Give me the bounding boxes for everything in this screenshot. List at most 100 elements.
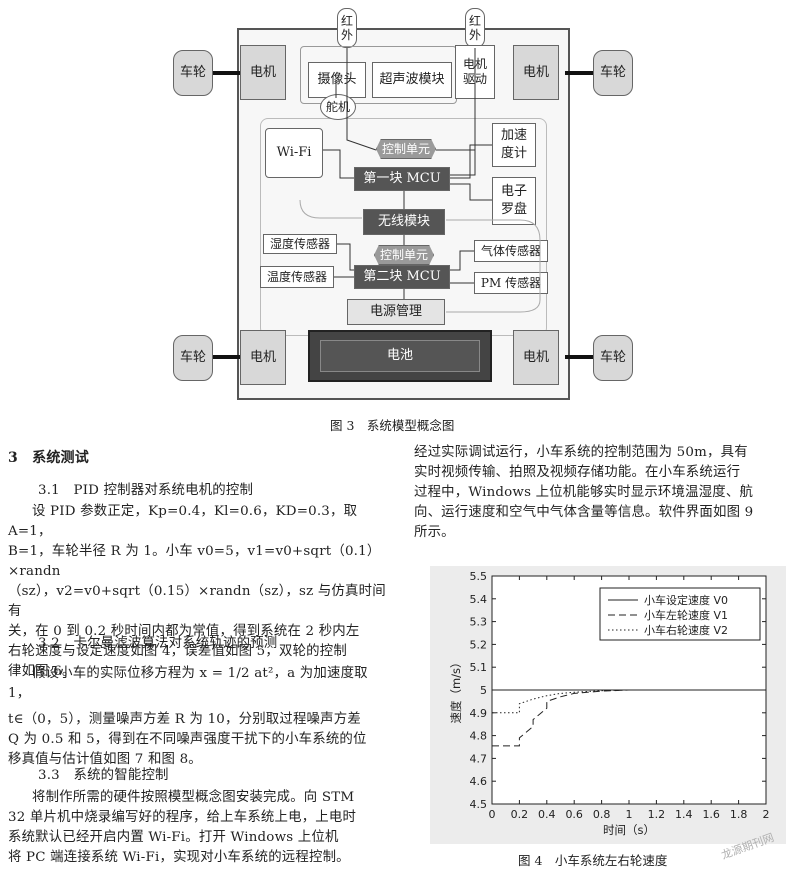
- s31-line: 关，在 0 到 0.2 秒时间内都为常值，得到系统在 2 秒内左: [8, 624, 360, 639]
- accelerometer-box: 加速度计: [492, 123, 536, 167]
- x-tick-label: 1.6: [702, 808, 720, 821]
- legend-label: 小车左轮速度 V1: [644, 608, 728, 622]
- section-heading: 3 系统测试: [8, 450, 89, 466]
- s31-line: 设 PID 参数正定，Kp=0.4，Kl=0.6，KD=0.3，取 A=1，: [8, 504, 358, 539]
- y-tick-label: 4.9: [470, 707, 488, 720]
- s31-title: 3.1 PID 控制器对系统电机的控制: [38, 483, 254, 498]
- x-tick-label: 1: [626, 808, 633, 821]
- y-axis-label: 速度（m/s）: [449, 656, 463, 723]
- s31-line: B=1，车轮半径 R 为 1。小车 v0=5，v1=v0+sqrt（0.1）×r…: [8, 544, 381, 579]
- motor-bottom-left: 电机: [240, 330, 286, 385]
- x-tick-label: 0.8: [593, 808, 611, 821]
- s33-title: 3.3 系统的智能控制: [38, 768, 169, 783]
- x-tick-label: 1.8: [730, 808, 748, 821]
- s32-line: Q 为 0.5 和 5，得到在不同噪声强度干扰下的小车系统的位: [8, 732, 367, 747]
- connector-motor-driver: [450, 99, 476, 176]
- wifi-box: Wi-Fi: [265, 128, 323, 178]
- connector-accel: [450, 144, 492, 179]
- y-tick-label: 4.5: [470, 798, 488, 811]
- s32-body: 假设小车的实际位移方程为 x = 1/2 at²，a 为加速度取 1， t∈（0…: [8, 664, 392, 770]
- x-tick-label: 0: [489, 808, 496, 821]
- humidity-box: 湿度传感器: [263, 234, 337, 254]
- connector-humidity: [337, 243, 354, 271]
- motor-top-left: 电机: [240, 45, 286, 100]
- y-tick-label: 5.1: [470, 661, 488, 674]
- mcu1-box: 第一块 MCU: [354, 167, 450, 191]
- power-management-box: 电源管理: [347, 299, 445, 325]
- wheel-top-right: 车轮: [593, 50, 633, 96]
- axle-left-bottom: [211, 355, 241, 359]
- camera-box: 摄像头: [308, 62, 366, 98]
- infrared-right: 红外: [465, 8, 485, 48]
- x-axis-label: 时间（s）: [603, 823, 655, 837]
- loop-bottom: [446, 219, 541, 313]
- servo-circle: 舵机: [320, 94, 356, 120]
- s33-body: 将制作所需的硬件按照模型概念图安装完成。向 STM 32 单片机中烧录编写好的程…: [8, 788, 392, 868]
- axle-right-bottom: [565, 355, 595, 359]
- wireless-box: 无线模块: [363, 209, 445, 235]
- s31-body: 设 PID 参数正定，Kp=0.4，Kl=0.6，KD=0.3，取 A=1， B…: [8, 502, 392, 682]
- right-line: 所示。: [414, 525, 455, 540]
- motor-bottom-right: 电机: [513, 330, 559, 385]
- y-tick-label: 5.3: [470, 616, 488, 629]
- loop-top: [299, 199, 362, 219]
- axle-left-top: [211, 71, 241, 75]
- compass-box: 电子罗盘: [492, 177, 536, 225]
- s32-title: 3.2 卡尔曼滤波算法对系统轨迹的预测: [38, 636, 278, 651]
- series-line: [492, 689, 766, 714]
- x-tick-label: 0.4: [538, 808, 556, 821]
- connector-compass: [450, 183, 492, 201]
- y-tick-label: 5.5: [470, 570, 488, 583]
- s32-line: 假设小车的实际位移方程为 x = 1/2 at²，a 为加速度取 1，: [8, 666, 368, 701]
- temperature-box: 温度传感器: [260, 266, 334, 288]
- x-tick-label: 2: [763, 808, 770, 821]
- y-tick-label: 4.7: [470, 752, 488, 765]
- connector-infrared-right: [436, 48, 476, 151]
- right-line: 经过实际调试运行，小车系统的控制范围为 50m，具有: [414, 445, 748, 460]
- y-tick-label: 5.2: [470, 638, 488, 651]
- x-tick-label: 1.4: [675, 808, 693, 821]
- s33-line: 32 单片机中烧录编写好的程序，给上车系统上电，上电时: [8, 810, 357, 825]
- right-line: 实时视频传输、拍照及视频存储功能。在小车系统运行: [414, 465, 741, 480]
- y-tick-label: 4.8: [470, 730, 488, 743]
- legend-label: 小车设定速度 V0: [644, 593, 728, 607]
- s31-line: 右轮速度与设定速度如图 4，误差值如图 5，双轮的控制: [8, 644, 347, 659]
- wheel-top-left: 车轮: [173, 50, 213, 96]
- axle-right-top: [565, 71, 595, 75]
- gas-box: 气体传感器: [474, 240, 548, 262]
- y-tick-label: 4.6: [470, 775, 488, 788]
- s33-line: 将制作所需的硬件按照模型概念图安装完成。向 STM: [32, 790, 355, 805]
- motor-top-right: 电机: [513, 45, 559, 100]
- x-tick-label: 0.2: [511, 808, 529, 821]
- control-unit-1: 控制单元: [376, 139, 436, 159]
- x-tick-label: 0.6: [565, 808, 583, 821]
- s32-line: t∈（0，5），测量噪声方差 R 为 10，分别取过程噪声方差: [8, 712, 361, 727]
- control-unit-2: 控制单元: [374, 245, 434, 265]
- figure-3-caption: 图 3 系统模型概念图: [330, 418, 455, 433]
- diagram-connectors: [299, 48, 541, 313]
- x-tick-label: 1.2: [648, 808, 666, 821]
- figure-4-caption: 图 4 小车系统左右轮速度: [518, 853, 668, 868]
- right-line: 过程中，Windows 上位机能够实时显示环境温湿度、航: [414, 485, 754, 500]
- y-tick-label: 5.4: [470, 593, 488, 606]
- s32-line: 移真值与估计值如图 7 和图 8。: [8, 752, 202, 767]
- battery-box: 电池: [320, 340, 480, 372]
- legend-box: [599, 587, 761, 641]
- s31-line: （sz），v2=v0+sqrt（0.15）×randn（sz），sz 与仿真时间…: [8, 584, 386, 619]
- wheel-bottom-left: 车轮: [173, 335, 213, 381]
- s33-line: 将 PC 端连接系统 Wi-Fi，实现对小车系统的远程控制。: [8, 850, 350, 865]
- mcu2-box: 第二块 MCU: [354, 265, 450, 289]
- wheel-bottom-right: 车轮: [593, 335, 633, 381]
- right-line: 向、运行速度和空气中气体含量等信息。软件界面如图 9: [414, 505, 754, 520]
- connector-gas: [450, 250, 474, 271]
- right-body: 经过实际调试运行，小车系统的控制范围为 50m，具有 实时视频传输、拍照及视频存…: [414, 443, 794, 543]
- connector-infrared-left: [346, 48, 377, 151]
- s33-line: 系统默认已经开启内置 Wi-Fi。打开 Windows 上位机: [8, 830, 339, 845]
- pm-box: PM 传感器: [474, 272, 548, 294]
- connector-wifi: [323, 149, 354, 179]
- s31-line: 律如图 6。: [8, 664, 76, 679]
- legend-label: 小车右轮速度 V2: [644, 623, 728, 637]
- ultrasonic-box: 超声波模块: [372, 62, 452, 98]
- infrared-left: 红外: [337, 8, 357, 48]
